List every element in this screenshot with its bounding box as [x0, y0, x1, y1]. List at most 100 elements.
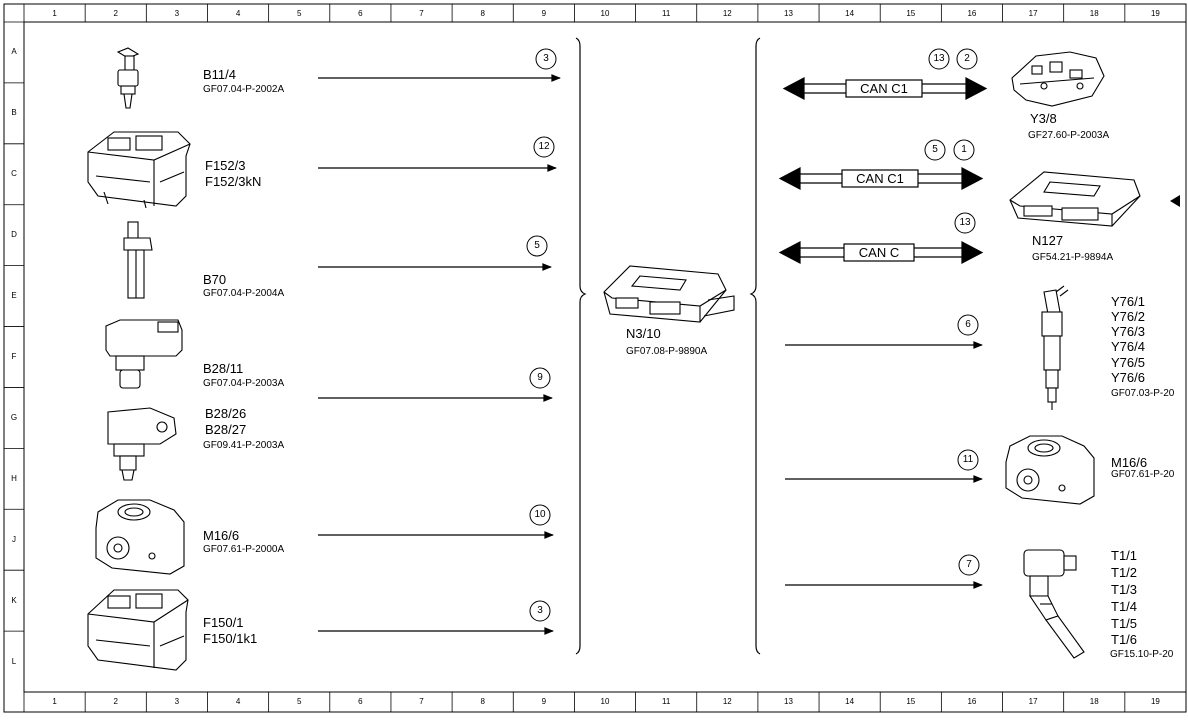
label-input-4-name-0: B28/26	[205, 406, 247, 421]
grid-column-label: 11	[662, 9, 671, 18]
ref-input-2: GF07.04-P-2004A	[203, 288, 285, 299]
can-c-arrow	[778, 241, 984, 264]
grid-column-label: 13	[784, 697, 793, 706]
grid-row-label: J	[12, 534, 16, 544]
can-c1-arrow-y3-8	[782, 77, 988, 100]
label-input-6-name-1: F150/1k1	[203, 631, 258, 646]
grid-column-label: 10	[600, 697, 610, 706]
label-output-3-name-3: Y76/4	[1111, 339, 1145, 354]
control-unit-icon-2	[1009, 171, 1141, 227]
signal-number: 10	[534, 509, 546, 520]
grid-column-label: 4	[235, 9, 241, 18]
label-input-0-name-0: B11/4	[203, 67, 237, 82]
can-bus-arrows	[778, 77, 988, 264]
inner-frame	[23, 21, 1187, 693]
grid-row-label: A	[11, 47, 17, 57]
throttle-actuator-icon	[95, 499, 185, 575]
fuse-box-icon	[87, 131, 191, 209]
throttle-actuator-icon-2	[1005, 435, 1095, 505]
can-label-0: CAN C1	[860, 81, 908, 96]
grid-column-label: 16	[967, 9, 977, 18]
grid-column-label: 19	[1150, 9, 1160, 18]
grid-column-label: 18	[1089, 9, 1099, 18]
signal-number: 5	[932, 144, 938, 155]
label-output-3-name-4: Y76/5	[1111, 355, 1145, 370]
label-output-5-name-5: T1/6	[1111, 632, 1138, 647]
offpage-arrow-icon	[1170, 195, 1180, 207]
ref-output-4: GF07.61-P-20	[1111, 469, 1175, 480]
ref-input-0: GF07.04-P-2002A	[203, 84, 285, 95]
label-input-5-name-0: M16/6	[203, 528, 240, 543]
grid-row-label: D	[11, 230, 17, 240]
signal-number: 9	[537, 372, 543, 383]
injector-icon	[1041, 285, 1069, 410]
grid-column-label: 3	[174, 9, 180, 18]
label-center-name: N3/10	[626, 326, 661, 341]
input-arrows	[318, 74, 561, 635]
grid-row-label: B	[11, 108, 17, 118]
ref-input-4: GF09.41-P-2003A	[203, 440, 285, 451]
label-output-1-name-0: N127	[1032, 233, 1064, 248]
grid-row-label: L	[11, 656, 17, 666]
ref-output-0: GF27.60-P-2003A	[1028, 130, 1110, 141]
grid-column-label: 6	[358, 697, 363, 706]
grid-row-label: K	[11, 595, 17, 605]
label-output-5-name-1: T1/2	[1111, 565, 1138, 580]
label-output-4-name-0: M16/6	[1111, 455, 1148, 470]
transmission-control-icon	[1011, 51, 1105, 107]
grid-column-label: 12	[722, 697, 732, 706]
grid-column-label: 15	[906, 9, 916, 18]
grid-column-label: 8	[480, 697, 485, 706]
label-output-5-name-4: T1/5	[1111, 616, 1138, 631]
label-input-1-name-0: F152/3	[205, 158, 246, 173]
grid-column-label: 16	[967, 697, 977, 706]
label-input-3-name-0: B28/11	[203, 361, 244, 376]
grid-column-label: 10	[600, 9, 610, 18]
ref-center: GF07.08-P-9890A	[626, 346, 708, 357]
pressure-sensor-icon	[105, 319, 183, 389]
grid-column-label: 15	[906, 697, 916, 706]
grid-column-label: 5	[296, 697, 302, 706]
temperature-sensor-icon	[116, 47, 140, 109]
signal-number: 2	[964, 53, 970, 64]
ignition-coil-icon	[1023, 549, 1085, 659]
right-brace	[749, 37, 761, 655]
signal-number: 1	[961, 144, 967, 155]
crankshaft-sensor-icon	[123, 221, 153, 299]
ref-output-1: GF54.21-P-9894A	[1032, 252, 1114, 263]
grid-column-label: 19	[1150, 697, 1160, 706]
grid-column-label: 17	[1028, 9, 1038, 18]
signal-number: 6	[965, 319, 971, 330]
label-output-5-name-0: T1/1	[1111, 548, 1138, 563]
grid-column-label: 14	[845, 9, 855, 18]
ref-output-5: GF15.10-P-20	[1110, 649, 1174, 660]
grid-column-label: 7	[419, 697, 424, 706]
grid-column-label: 7	[419, 9, 424, 18]
label-output-3-name-1: Y76/2	[1111, 309, 1145, 324]
grid-column-label: 14	[845, 697, 855, 706]
signal-number: 3	[543, 53, 549, 64]
grid-column-label: 2	[113, 9, 118, 18]
label-input-6-name-0: F150/1	[203, 615, 244, 630]
grid-column-label: 13	[784, 9, 793, 18]
control-unit-icon	[603, 265, 735, 323]
can-label-1: CAN C1	[856, 171, 904, 186]
left-brace	[575, 37, 587, 655]
grid-column-label: 3	[174, 697, 180, 706]
label-output-3-name-2: Y76/3	[1111, 324, 1145, 339]
grid-row-label: G	[10, 412, 18, 422]
grid-column-label: 1	[52, 697, 57, 706]
label-input-1-name-1: F152/3kN	[205, 174, 262, 189]
signal-number: 11	[962, 454, 974, 465]
grid-column-label: 8	[480, 9, 485, 18]
grid-column-label: 1	[52, 9, 57, 18]
signal-number: 3	[537, 605, 543, 616]
label-input-2-name-0: B70	[203, 272, 227, 287]
grid-row-label: H	[11, 473, 17, 483]
signal-circles	[526, 48, 980, 622]
boost-pressure-sensor-icon	[107, 407, 177, 481]
grid-column-label: 9	[541, 697, 547, 706]
grid-column-label: 5	[296, 9, 302, 18]
